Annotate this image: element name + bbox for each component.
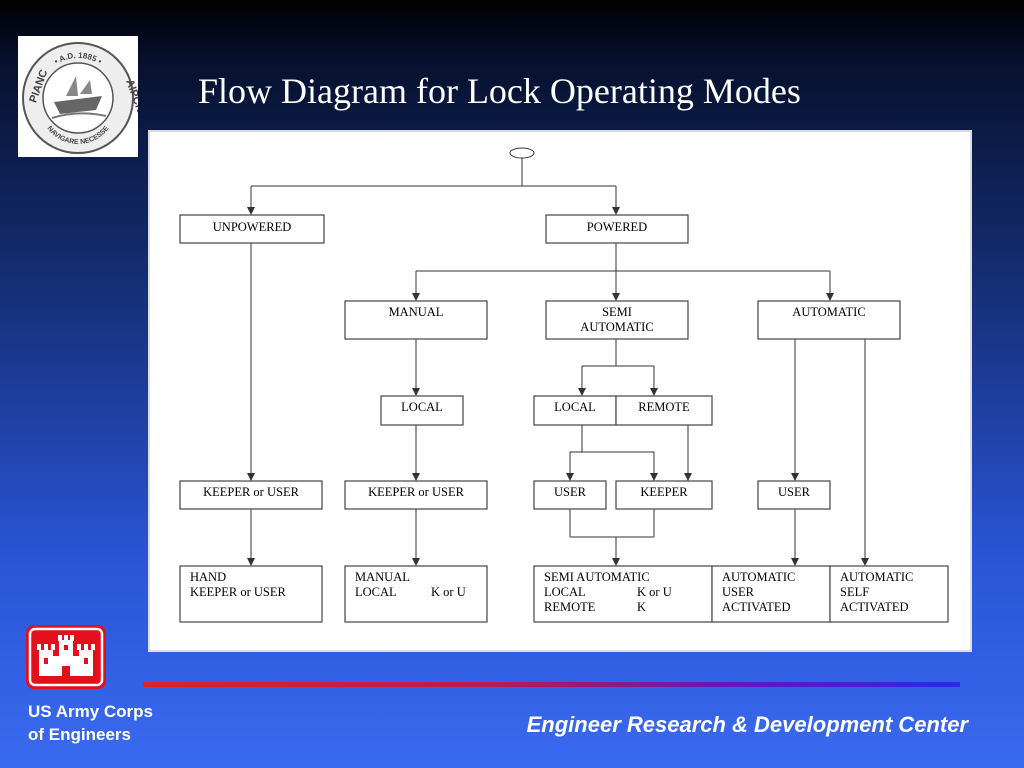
slide-title: Flow Diagram for Lock Operating Modes [198, 71, 801, 111]
outcome-auto-user-l3: ACTIVATED [722, 600, 791, 614]
outcome-semi-l1: SEMI AUTOMATIC [544, 570, 650, 584]
ship-icon [51, 76, 107, 119]
footer-center-text: Engineer Research & Development Center [526, 712, 968, 737]
outcome-manual-l1: MANUAL [355, 570, 410, 584]
outcome-semi-automatic: SEMI AUTOMATIC LOCAL K or U REMOTE K [533, 565, 713, 623]
outcome-auto-self-l1: AUTOMATIC [840, 570, 913, 584]
node-local-semi: LOCAL [533, 395, 617, 426]
node-unpowered: UNPOWERED [179, 214, 325, 244]
pianc-logo: • A.D. 1885 • PIANC AIPCN NAVIGARE NECES… [18, 36, 146, 157]
node-keeper-or-user-1-label: KEEPER or USER [203, 485, 300, 499]
connector-lines [247, 147, 869, 566]
outcome-automatic-user: AUTOMATIC USER ACTIVATED [711, 565, 831, 623]
footer-divider [143, 682, 960, 687]
node-semi-line2: AUTOMATIC [580, 320, 653, 334]
castle-logo-icon [25, 624, 107, 690]
outcome-hand-l1: HAND [190, 570, 226, 584]
node-user-auto: USER [757, 480, 831, 510]
node-local-semi-label: LOCAL [554, 400, 596, 414]
node-keeper-semi-label: KEEPER [640, 485, 688, 499]
org-line-1: US Army Corps [28, 702, 154, 721]
outcome-hand-l2: KEEPER or USER [190, 585, 287, 599]
outcome-auto-self-l3: ACTIVATED [840, 600, 909, 614]
outcome-manual-l2b: K or U [431, 585, 466, 599]
node-keeper-or-user-2-label: KEEPER or USER [368, 485, 465, 499]
outcome-hand: HAND KEEPER or USER [179, 565, 323, 623]
outcome-semi-l3b: K [637, 600, 646, 614]
outcome-auto-user-l1: AUTOMATIC [722, 570, 795, 584]
outcome-semi-l2a: LOCAL [544, 585, 586, 599]
node-semi-automatic: SEMI AUTOMATIC [545, 300, 689, 340]
node-manual: MANUAL [344, 300, 488, 340]
outcome-automatic-self: AUTOMATIC SELF ACTIVATED [829, 565, 949, 623]
flow-diagram: UNPOWERED POWERED MANUAL SEMI AUTOMATIC … [148, 130, 972, 652]
node-user-semi: USER [533, 480, 607, 510]
outcome-semi-l3a: REMOTE [544, 600, 596, 614]
node-remote: REMOTE [615, 395, 713, 426]
node-keeper-semi: KEEPER [615, 480, 713, 510]
outcome-manual: MANUAL LOCAL K or U [344, 565, 488, 623]
outcome-semi-l2b: K or U [637, 585, 672, 599]
node-local-manual-label: LOCAL [401, 400, 443, 414]
node-unpowered-label: UNPOWERED [213, 220, 291, 234]
org-line-2: of Engineers [28, 725, 131, 744]
org-name: US Army Corps of Engineers [28, 700, 153, 746]
outcome-auto-user-l2: USER [722, 585, 755, 599]
node-powered: POWERED [545, 214, 689, 244]
outcome-manual-l2a: LOCAL [355, 585, 397, 599]
node-semi-line1: SEMI [602, 305, 632, 319]
node-powered-label: POWERED [587, 220, 647, 234]
node-manual-label: MANUAL [389, 305, 444, 319]
node-keeper-or-user-manual: KEEPER or USER [344, 480, 488, 510]
node-automatic-label: AUTOMATIC [792, 305, 865, 319]
node-automatic: AUTOMATIC [757, 300, 901, 340]
node-remote-label: REMOTE [638, 400, 690, 414]
outcome-auto-self-l2: SELF [840, 585, 869, 599]
node-user-semi-label: USER [554, 485, 587, 499]
node-user-auto-label: USER [778, 485, 811, 499]
node-local-manual: LOCAL [380, 395, 464, 426]
node-keeper-or-user-unpowered: KEEPER or USER [179, 480, 323, 510]
start-node [509, 147, 535, 159]
